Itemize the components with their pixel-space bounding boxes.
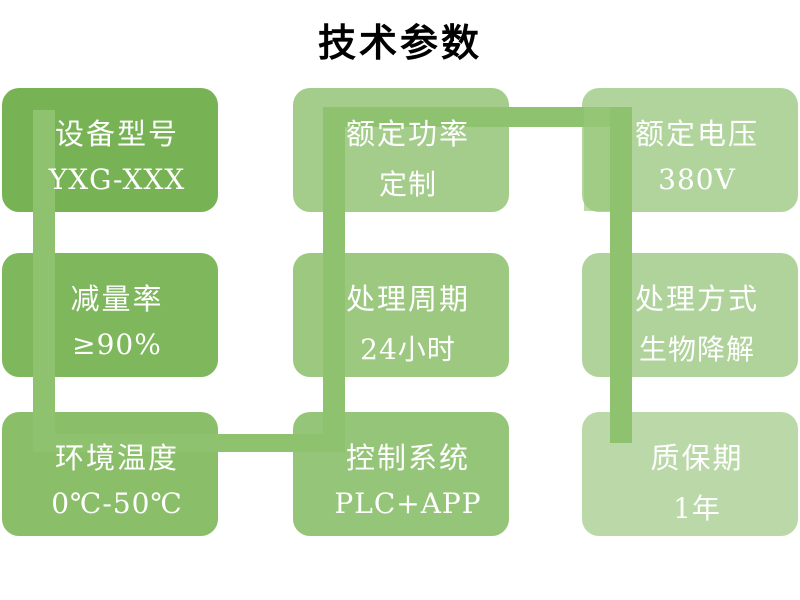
param-box-device-model: 设备型号 YXG-XXX: [2, 88, 218, 212]
param-label: 控制系统: [345, 441, 470, 475]
param-value: 1年: [673, 492, 721, 525]
param-label: 处理周期: [345, 282, 470, 316]
connector-segment-top-horizontal: [323, 107, 632, 127]
param-box-ambient-temperature: 环境温度 0℃-50℃: [2, 412, 218, 536]
param-value: 380V: [658, 163, 736, 196]
param-label: 环境温度: [54, 441, 179, 475]
param-value: 定制: [378, 168, 437, 201]
page-title: 技术参数: [317, 20, 482, 65]
param-label: 质保期: [650, 441, 744, 475]
connector-segment-bottom-horizontal: [33, 434, 345, 452]
param-value: ≥90%: [72, 328, 162, 361]
param-value: 0℃-50℃: [51, 487, 183, 520]
param-box-processing-cycle: 处理周期 24小时: [293, 253, 509, 377]
param-box-warranty: 质保期 1年: [582, 412, 798, 536]
param-box-reduction-rate: 减量率 ≥90%: [2, 253, 218, 377]
param-box-control-system: 控制系统 PLC+APP: [293, 412, 509, 536]
connector-segment-left-vertical: [33, 110, 55, 452]
connector-elbow-overlay: [584, 107, 610, 211]
param-value: 生物降解: [638, 333, 755, 366]
param-label: 减量率: [70, 282, 164, 316]
connector-segment-middle-vertical: [323, 107, 345, 452]
param-value: PLC+APP: [334, 487, 482, 520]
param-box-rated-power: 额定功率 定制: [293, 88, 509, 212]
param-label: 设备型号: [54, 117, 179, 151]
param-label: 额定功率: [345, 117, 470, 151]
param-value: 24小时: [360, 333, 456, 366]
param-value: YXG-XXX: [48, 163, 186, 196]
param-label: 处理方式: [634, 282, 759, 316]
param-label: 额定电压: [634, 117, 759, 151]
param-box-processing-method: 处理方式 生物降解: [582, 253, 798, 377]
param-box-rated-voltage: 额定电压 380V: [582, 88, 798, 212]
connector-segment-right-vertical: [610, 107, 632, 443]
